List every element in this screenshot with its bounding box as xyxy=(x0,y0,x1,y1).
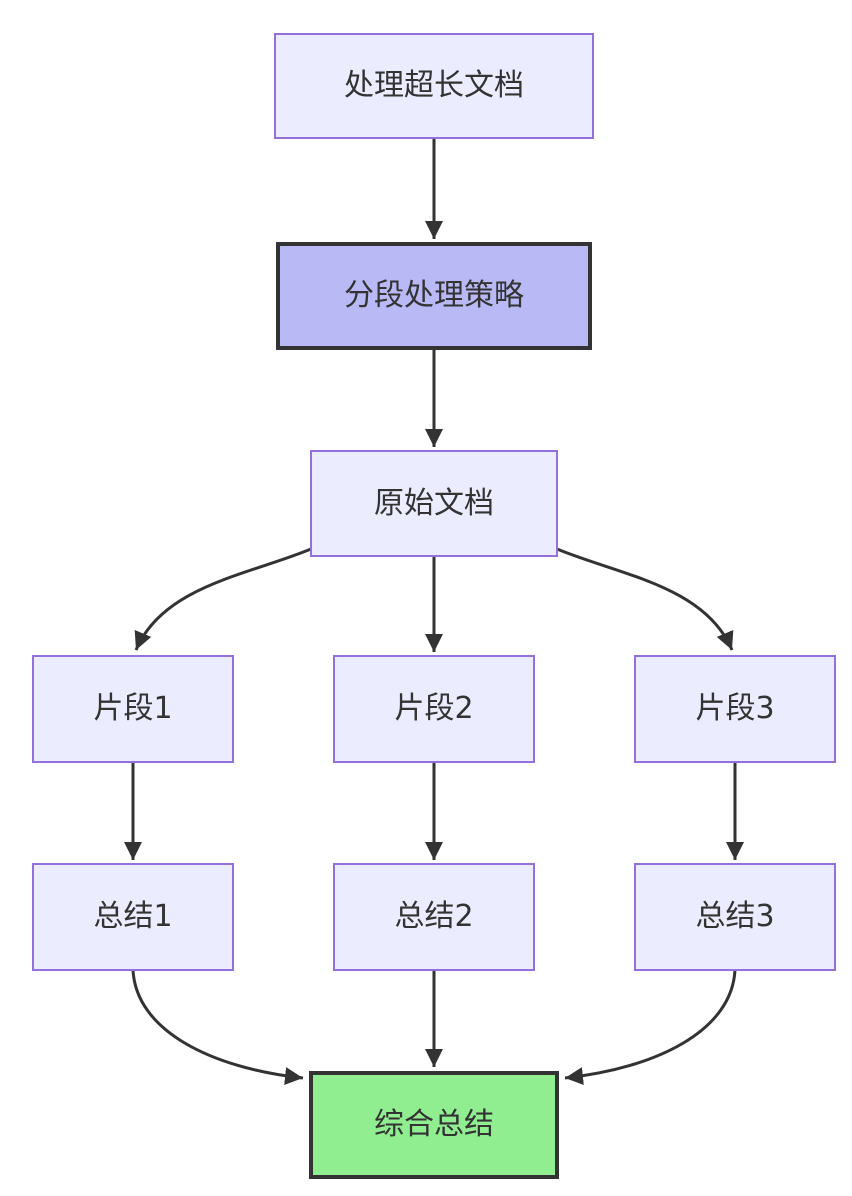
node-fragment-3: 片段3 xyxy=(634,655,836,763)
node-strategy: 分段处理策略 xyxy=(276,242,592,350)
node-label: 总结2 xyxy=(394,899,474,934)
node-summary-3: 总结3 xyxy=(634,863,836,971)
node-final-summary: 综合总结 xyxy=(309,1071,559,1179)
node-summary-2: 总结2 xyxy=(333,863,535,971)
node-label: 综合总结 xyxy=(374,1107,494,1142)
node-label: 片段3 xyxy=(695,691,775,726)
node-fragment-1: 片段1 xyxy=(32,655,234,763)
node-label: 总结3 xyxy=(695,899,775,934)
edge-summary-3-to-final-summary xyxy=(564,969,737,1086)
node-label: 片段2 xyxy=(394,691,474,726)
edge-original-doc-to-fragment-1 xyxy=(134,547,312,651)
edge-summary-1-to-final-summary xyxy=(131,969,304,1086)
node-process-long-doc: 处理超长文档 xyxy=(274,33,594,139)
node-label: 总结1 xyxy=(93,899,173,934)
node-label: 分段处理策略 xyxy=(344,278,524,313)
node-summary-1: 总结1 xyxy=(32,863,234,971)
node-original-doc: 原始文档 xyxy=(310,450,558,557)
node-label: 处理超长文档 xyxy=(344,68,524,103)
node-label: 原始文档 xyxy=(374,485,494,521)
node-fragment-2: 片段2 xyxy=(333,655,535,763)
node-label: 片段1 xyxy=(93,691,173,726)
edge-original-doc-to-fragment-3 xyxy=(556,547,734,651)
